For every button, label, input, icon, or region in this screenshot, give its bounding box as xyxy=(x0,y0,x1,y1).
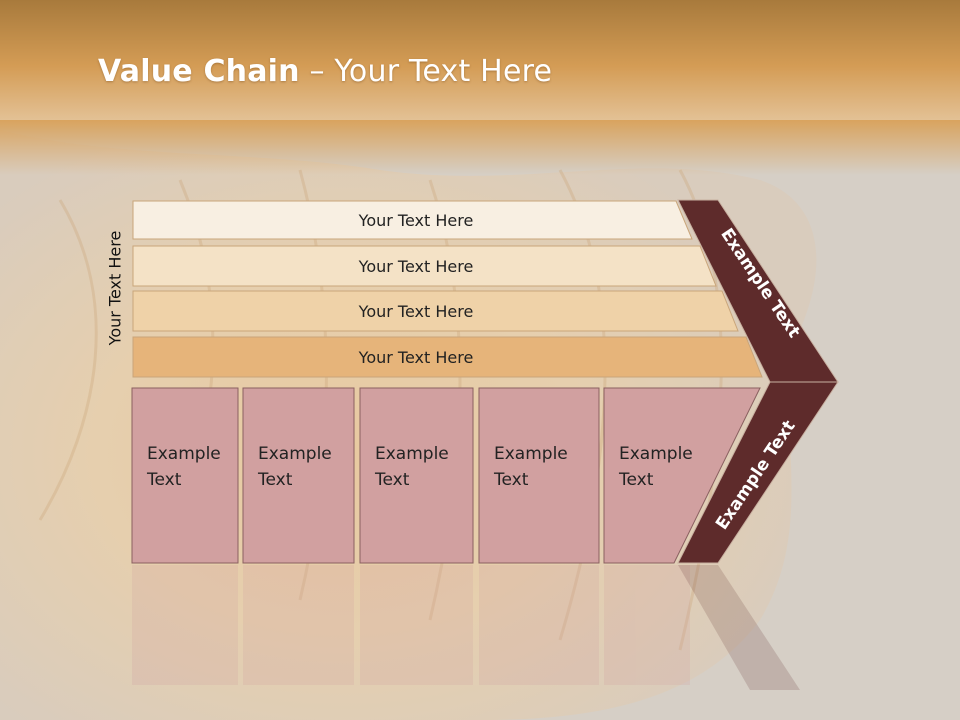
support-row-shape xyxy=(132,245,717,287)
support-row-shape xyxy=(132,200,693,240)
block-reflection xyxy=(360,565,473,685)
support-row-label: Your Text Here xyxy=(358,211,474,230)
support-row-4: Your Text Here xyxy=(132,336,763,378)
primary-block-shape xyxy=(242,387,355,564)
reflection xyxy=(132,565,690,685)
support-row-shape xyxy=(132,290,739,332)
primary-block-line2: Text xyxy=(374,470,410,490)
support-row-label: Your Text Here xyxy=(358,302,474,321)
primary-block-line1: Example xyxy=(375,444,449,464)
primary-block-line2: Text xyxy=(493,470,529,490)
support-row-3: Your Text Here xyxy=(132,290,739,332)
chevron-reflection xyxy=(678,565,800,690)
support-row-2: Your Text Here xyxy=(132,245,717,287)
primary-block-shape xyxy=(603,387,761,564)
primary-block-line2: Text xyxy=(257,470,293,490)
primary-block-line2: Text xyxy=(618,470,654,490)
primary-block-shape xyxy=(478,387,600,564)
primary-block-line1: Example xyxy=(258,444,332,464)
primary-block-shape xyxy=(131,387,239,564)
title-rest: – Your Text Here xyxy=(299,54,553,89)
block-reflection xyxy=(132,565,238,685)
primary-block-line2: Text xyxy=(146,470,182,490)
support-row-1: Your Text Here xyxy=(132,200,693,240)
support-row-label: Your Text Here xyxy=(358,257,474,276)
block-reflection xyxy=(604,565,690,685)
chevron-lower-arm xyxy=(677,381,839,564)
support-row-label: Your Text Here xyxy=(358,348,474,367)
primary-block-line1: Example xyxy=(147,444,221,464)
primary-block-line1: Example xyxy=(619,444,693,464)
block-reflection xyxy=(243,565,354,685)
support-row-shape xyxy=(132,336,763,378)
primary-block-shape xyxy=(359,387,474,564)
primary-block-line1: Example xyxy=(494,444,568,464)
block-reflection xyxy=(479,565,599,685)
slide-title: Value Chain – Your Text Here xyxy=(98,54,552,89)
title-bold: Value Chain xyxy=(98,54,300,89)
